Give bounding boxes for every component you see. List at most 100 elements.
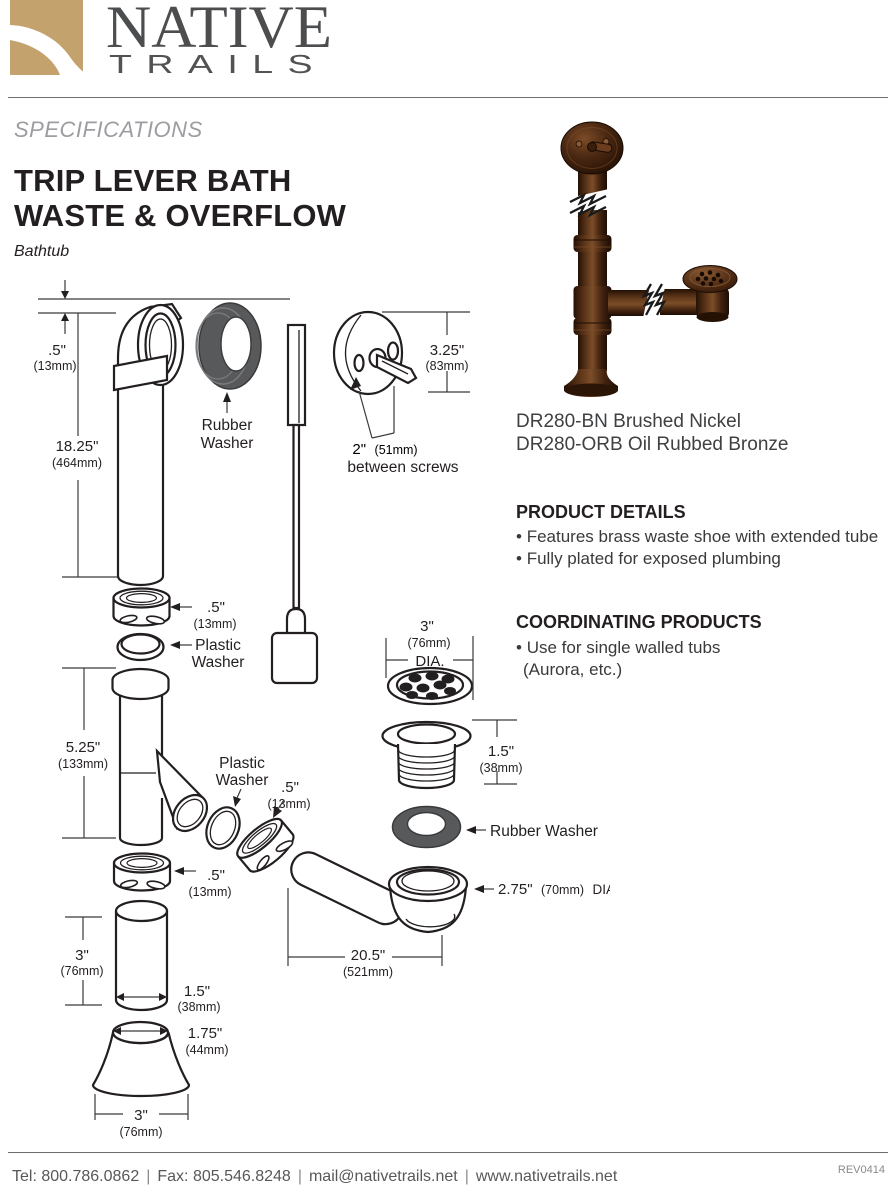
- svg-text:Washer: Washer: [192, 654, 245, 671]
- dim-flange-height: 1.5" (38mm): [472, 719, 523, 785]
- exploded-diagram: .5" (13mm) 18.25" (464mm): [33, 280, 610, 1139]
- svg-text:3": 3": [134, 1107, 148, 1124]
- product-photo: [560, 121, 738, 397]
- tee-joint: [573, 286, 612, 319]
- footer-email: mail@nativetrails.net: [308, 1168, 458, 1185]
- dim-tee-length: 5.25" (133mm): [58, 667, 116, 839]
- svg-text:3": 3": [420, 618, 434, 635]
- svg-text:.5": .5": [281, 779, 299, 796]
- svg-text:(133mm): (133mm): [58, 757, 108, 771]
- detail-item: • Features brass waste shoe with extende…: [516, 527, 879, 546]
- slip-nut: .5" (13mm): [112, 852, 232, 899]
- model-numbers: DR280-BN Brushed Nickel DR280-ORB Oil Ru…: [516, 410, 788, 456]
- dim-overflow-gap: .5" (13mm): [33, 280, 290, 373]
- svg-text:18.25": 18.25": [56, 438, 99, 455]
- native-trails-logo: NATIVE TRAILS: [10, 0, 332, 79]
- bullet-icon: •: [516, 527, 522, 546]
- footer-website: www.nativetrails.net: [475, 1168, 618, 1185]
- slip-nut: .5" (13mm): [112, 587, 237, 631]
- header-divider: [8, 97, 888, 98]
- tee-branch-opening: [171, 793, 209, 833]
- svg-text:1.5": 1.5": [184, 983, 210, 1000]
- svg-text:(13mm): (13mm): [33, 359, 76, 373]
- dim-tube-length: 3" (76mm): [60, 916, 104, 1006]
- svg-text:Washer: Washer: [216, 772, 269, 789]
- svg-text:(13mm): (13mm): [193, 617, 236, 631]
- svg-text:(76mm): (76mm): [119, 1125, 162, 1139]
- svg-text:2.75" (70mm) D: 2.75" (70mm) DIA. OD: [498, 881, 610, 898]
- svg-text:3.25": 3.25": [430, 342, 465, 359]
- strainer-grid: [386, 666, 474, 706]
- footer-contact: Tel: 800.786.0862|Fax: 805.546.8248|mail…: [12, 1168, 618, 1185]
- break-mark: [641, 282, 667, 323]
- dim-overflow-length: 18.25" (464mm): [52, 313, 120, 578]
- revision-code: REV0414: [837, 1164, 885, 1176]
- svg-text:(464mm): (464mm): [52, 456, 102, 470]
- dim-faceplate-diameter: 3.25" (83mm): [382, 311, 470, 393]
- footer-divider: [8, 1152, 888, 1153]
- svg-text:1.75": 1.75": [188, 1025, 223, 1042]
- svg-text:Rubber: Rubber: [202, 417, 253, 434]
- rubber-washer-top: Rubber Washer: [195, 302, 262, 452]
- coordinating-item: • Use for single walled tubs: [516, 638, 721, 657]
- page-title: TRIP LEVER BATH WASTE & OVERFLOW: [14, 163, 346, 233]
- svg-text:Rubber Washer: Rubber Washer: [490, 823, 598, 840]
- svg-text:Plastic: Plastic: [195, 637, 241, 654]
- model-oil-rubbed-bronze: DR280-ORB Oil Rubbed Bronze: [516, 434, 789, 455]
- dim-strainer-diameter: 3" (76mm) DIA.: [385, 618, 474, 700]
- page-eyebrow: SPECIFICATIONS: [14, 117, 203, 142]
- coordinating-products-heading: COORDINATING PRODUCTS: [516, 612, 762, 632]
- pipe-collar: [573, 235, 612, 252]
- svg-text:2" (51mm): 2" (51mm): [352, 441, 417, 458]
- svg-text:20.5": 20.5": [351, 947, 386, 964]
- product-details-list: • Features brass waste shoe with extende…: [516, 526, 878, 569]
- brand-name-bottom: TRAILS: [109, 49, 327, 79]
- svg-text:.5": .5": [207, 867, 225, 884]
- svg-text:(13mm): (13mm): [188, 885, 231, 899]
- slip-nut: .5" (13mm): [230, 779, 311, 879]
- svg-text:.5": .5": [207, 599, 225, 616]
- drain-body: [696, 288, 729, 318]
- product-details-heading: PRODUCT DETAILS: [516, 502, 686, 522]
- coordinating-products-list: • Use for single walled tubs (Aurora, et…: [516, 637, 720, 680]
- waste-shoe: [290, 851, 469, 934]
- svg-text:(44mm): (44mm): [185, 1043, 228, 1057]
- dim-tube-diameter: 1.5" (38mm): [177, 983, 220, 1014]
- cone-gasket: 1.75" (44mm): [91, 1020, 229, 1098]
- svg-text:Washer: Washer: [201, 435, 254, 452]
- svg-text:1.5": 1.5": [488, 743, 514, 760]
- svg-text:DIA.: DIA.: [415, 653, 444, 670]
- drain-tube: [114, 899, 169, 1012]
- dim-screw-spacing: 2" (51mm) between screws: [347, 386, 459, 476]
- svg-text:(521mm): (521mm): [343, 965, 393, 979]
- page-title-line2: WASTE & OVERFLOW: [14, 198, 347, 233]
- dim-shoe-od: 2.75" (70mm) DIA. OD: [474, 881, 610, 898]
- drain-strainer-cap: [682, 265, 738, 293]
- page-title-line1: TRIP LEVER BATH: [14, 163, 292, 198]
- faceplate: [332, 310, 418, 396]
- rubber-washer-flat: Rubber Washer: [391, 805, 598, 849]
- screw: [575, 140, 583, 148]
- model-brushed-nickel: DR280-BN Brushed Nickel: [516, 411, 741, 432]
- brand-name-top: NATIVE: [106, 0, 332, 60]
- plastic-washer: Plastic Washer: [205, 755, 269, 850]
- bullet-icon: •: [516, 638, 522, 657]
- dim-cone-base: 3" (76mm): [94, 1094, 189, 1139]
- detail-item: • Fully plated for exposed plumbing: [516, 548, 781, 568]
- svg-text:between screws: between screws: [347, 459, 458, 476]
- photo-waste-overflow-assembly: [560, 121, 738, 397]
- pipe-collar: [573, 318, 612, 335]
- break-mark: [568, 188, 616, 218]
- plastic-washer: Plastic Washer: [116, 632, 245, 671]
- svg-text:(76mm): (76mm): [60, 964, 103, 978]
- overflow-elbow-tube: [112, 302, 185, 587]
- trip-lever: [375, 353, 418, 385]
- coordinating-item-continued: (Aurora, etc.): [523, 659, 623, 679]
- logo-swoosh-icon: [10, 25, 88, 75]
- threaded-drain-flange: [381, 720, 472, 790]
- svg-text:(76mm): (76mm): [407, 636, 450, 650]
- footer-tel: Tel: 800.786.0862: [12, 1168, 140, 1185]
- page-subtitle: Bathtub: [14, 243, 70, 260]
- svg-text:5.25": 5.25": [66, 739, 101, 756]
